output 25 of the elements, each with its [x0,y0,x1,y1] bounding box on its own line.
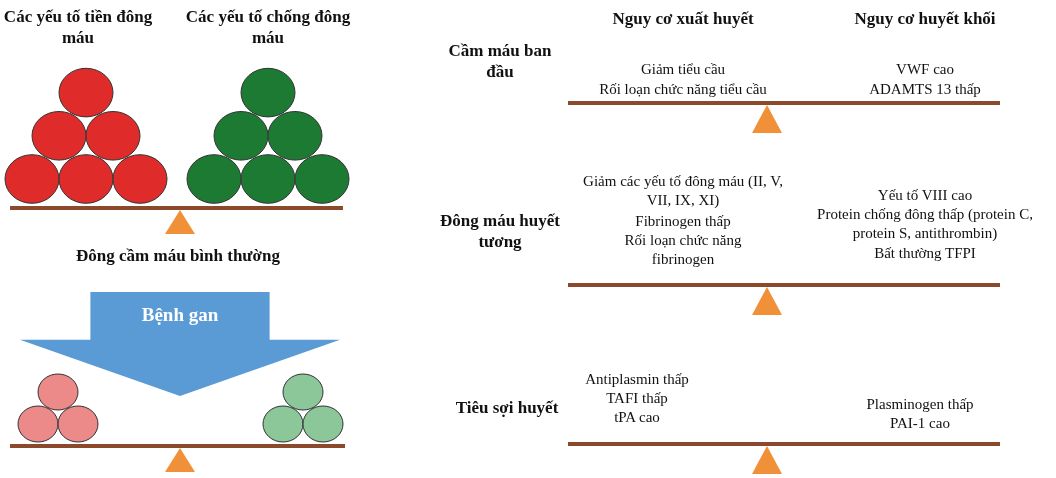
column-heading: Nguy cơ xuất huyết [612,8,754,29]
risk-item: Protein chống đông thấp (protein C, protein S, antithrombin) [816,205,1034,243]
row-heading: Tiêu sợi huyết [455,397,559,418]
risk-item: VWF cao [896,60,954,79]
risk-item: Antiplasmin thấp [585,370,689,389]
arrow-label: Bệnh gan [141,304,219,326]
risk-item: Fibrinogen thấp [635,212,731,231]
risk-item: Bất thường TFPI [874,244,976,263]
column-heading: Nguy cơ huyết khối [854,8,996,29]
risk-item: Rối loạn chức năng tiểu cầu [599,80,767,99]
risk-item: ADAMTS 13 thấp [869,80,981,99]
risk-item: PAI-1 cao [890,414,950,433]
risk-item: Giảm tiểu cầu [640,60,726,79]
risk-item: tPA cao [614,408,660,427]
risk-item: Rối loạn chức năng fibrinogen [623,231,743,269]
risk-item: Giảm các yếu tố đông máu (II, V, VII, IX, XI) [583,172,783,210]
balance-caption: Đông cầm máu bình thường [76,245,280,266]
row-heading: Đông máu huyết tương [440,210,560,252]
column-heading: Các yếu tố chống đông máu [184,6,352,48]
column-heading: Các yếu tố tiền đông máu [3,6,153,48]
risk-item: TAFI thấp [606,389,668,408]
risk-item: Plasminogen thấp [866,395,974,414]
risk-item: Yếu tố VIII cao [877,186,973,205]
row-heading: Cầm máu ban đầu [447,40,553,82]
down-arrow [20,292,340,396]
